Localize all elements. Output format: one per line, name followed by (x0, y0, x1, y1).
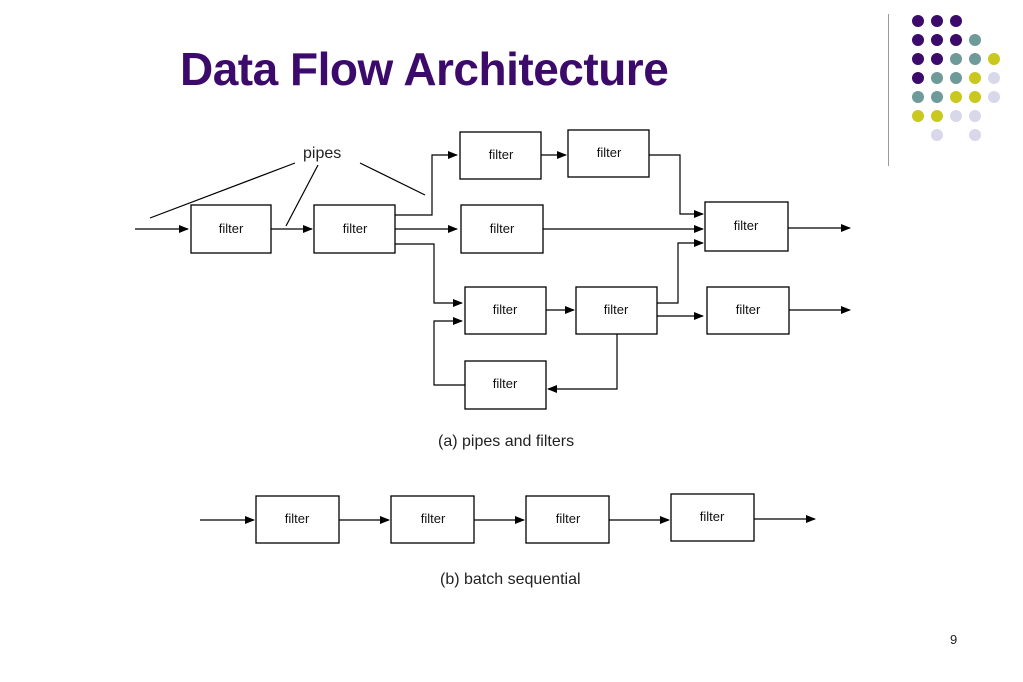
caption-b: (b) batch sequential (440, 571, 581, 588)
feedback-pipe (547, 334, 618, 393)
diagram-b-batch-sequential: filter filter filter filter (b) batch se… (200, 493, 816, 588)
decorative-dot (912, 72, 924, 84)
filter-label: filter (493, 302, 518, 317)
decorative-dot (931, 53, 943, 65)
decorative-dot-grid (912, 15, 1000, 141)
decorative-dot (969, 72, 981, 84)
decorative-dot (969, 34, 981, 46)
filter-label: filter (736, 302, 761, 317)
decorative-dot (969, 53, 981, 65)
pipes-pointer-line (285, 164, 319, 227)
feedback-pipe (433, 317, 465, 386)
decorative-dot (950, 34, 962, 46)
decorative-dot (950, 110, 962, 122)
filter-label: filter (219, 221, 244, 236)
pipes-pointer-line (149, 162, 296, 219)
pipes-pointer-line (359, 162, 426, 196)
decorative-dot (950, 15, 962, 27)
pipe (395, 151, 458, 216)
filter-node: filter (460, 204, 544, 254)
filter-label: filter (493, 376, 518, 391)
filter-node: filter (459, 131, 542, 180)
decorative-dot (969, 129, 981, 141)
filter-node: filter (190, 204, 272, 254)
diagram-a-pipes-and-filters: pipes filter filter filter filter filter… (135, 129, 851, 450)
decorative-dot (950, 53, 962, 65)
decorative-dot (912, 53, 924, 65)
decorative-dot (931, 129, 943, 141)
decorative-dot (912, 34, 924, 46)
filter-node: filter (255, 495, 340, 544)
decorative-dot (912, 15, 924, 27)
decorative-divider (888, 14, 889, 166)
filter-node: filter (390, 495, 475, 544)
filter-node: filter (464, 360, 547, 410)
filter-node: filter (575, 286, 658, 335)
caption-a: (a) pipes and filters (438, 433, 574, 450)
decorative-dot (931, 15, 943, 27)
filter-label: filter (597, 145, 622, 160)
filter-node: filter (525, 495, 610, 544)
filter-label: filter (556, 511, 581, 526)
decorative-dot (931, 72, 943, 84)
filter-label: filter (285, 511, 310, 526)
filter-node: filter (704, 201, 789, 252)
decorative-dot (912, 91, 924, 103)
filter-node: filter (313, 204, 396, 254)
decorative-dot (931, 91, 943, 103)
filter-node: filter (670, 493, 755, 542)
filter-node: filter (567, 129, 650, 178)
decorative-dot (950, 91, 962, 103)
decorative-dot (969, 91, 981, 103)
slide-title: Data Flow Architecture (180, 43, 669, 95)
pipe (395, 243, 463, 307)
filter-label: filter (489, 147, 514, 162)
pipe (657, 239, 704, 304)
decorative-dot (988, 91, 1000, 103)
filter-node: filter (464, 286, 547, 335)
decorative-dot (931, 34, 943, 46)
pipes-label: pipes (303, 145, 341, 162)
filter-label: filter (343, 221, 368, 236)
pipe (649, 154, 704, 218)
filter-label: filter (734, 218, 759, 233)
decorative-dot (950, 72, 962, 84)
decorative-dot (988, 72, 1000, 84)
decorative-dot (931, 110, 943, 122)
filter-label: filter (604, 302, 629, 317)
filter-label: filter (421, 511, 446, 526)
filter-label: filter (490, 221, 515, 236)
decorative-dot (969, 110, 981, 122)
filter-node: filter (706, 286, 790, 335)
filter-label: filter (700, 509, 725, 524)
decorative-dot (912, 110, 924, 122)
page-number: 9 (950, 632, 958, 647)
decorative-dot (988, 53, 1000, 65)
